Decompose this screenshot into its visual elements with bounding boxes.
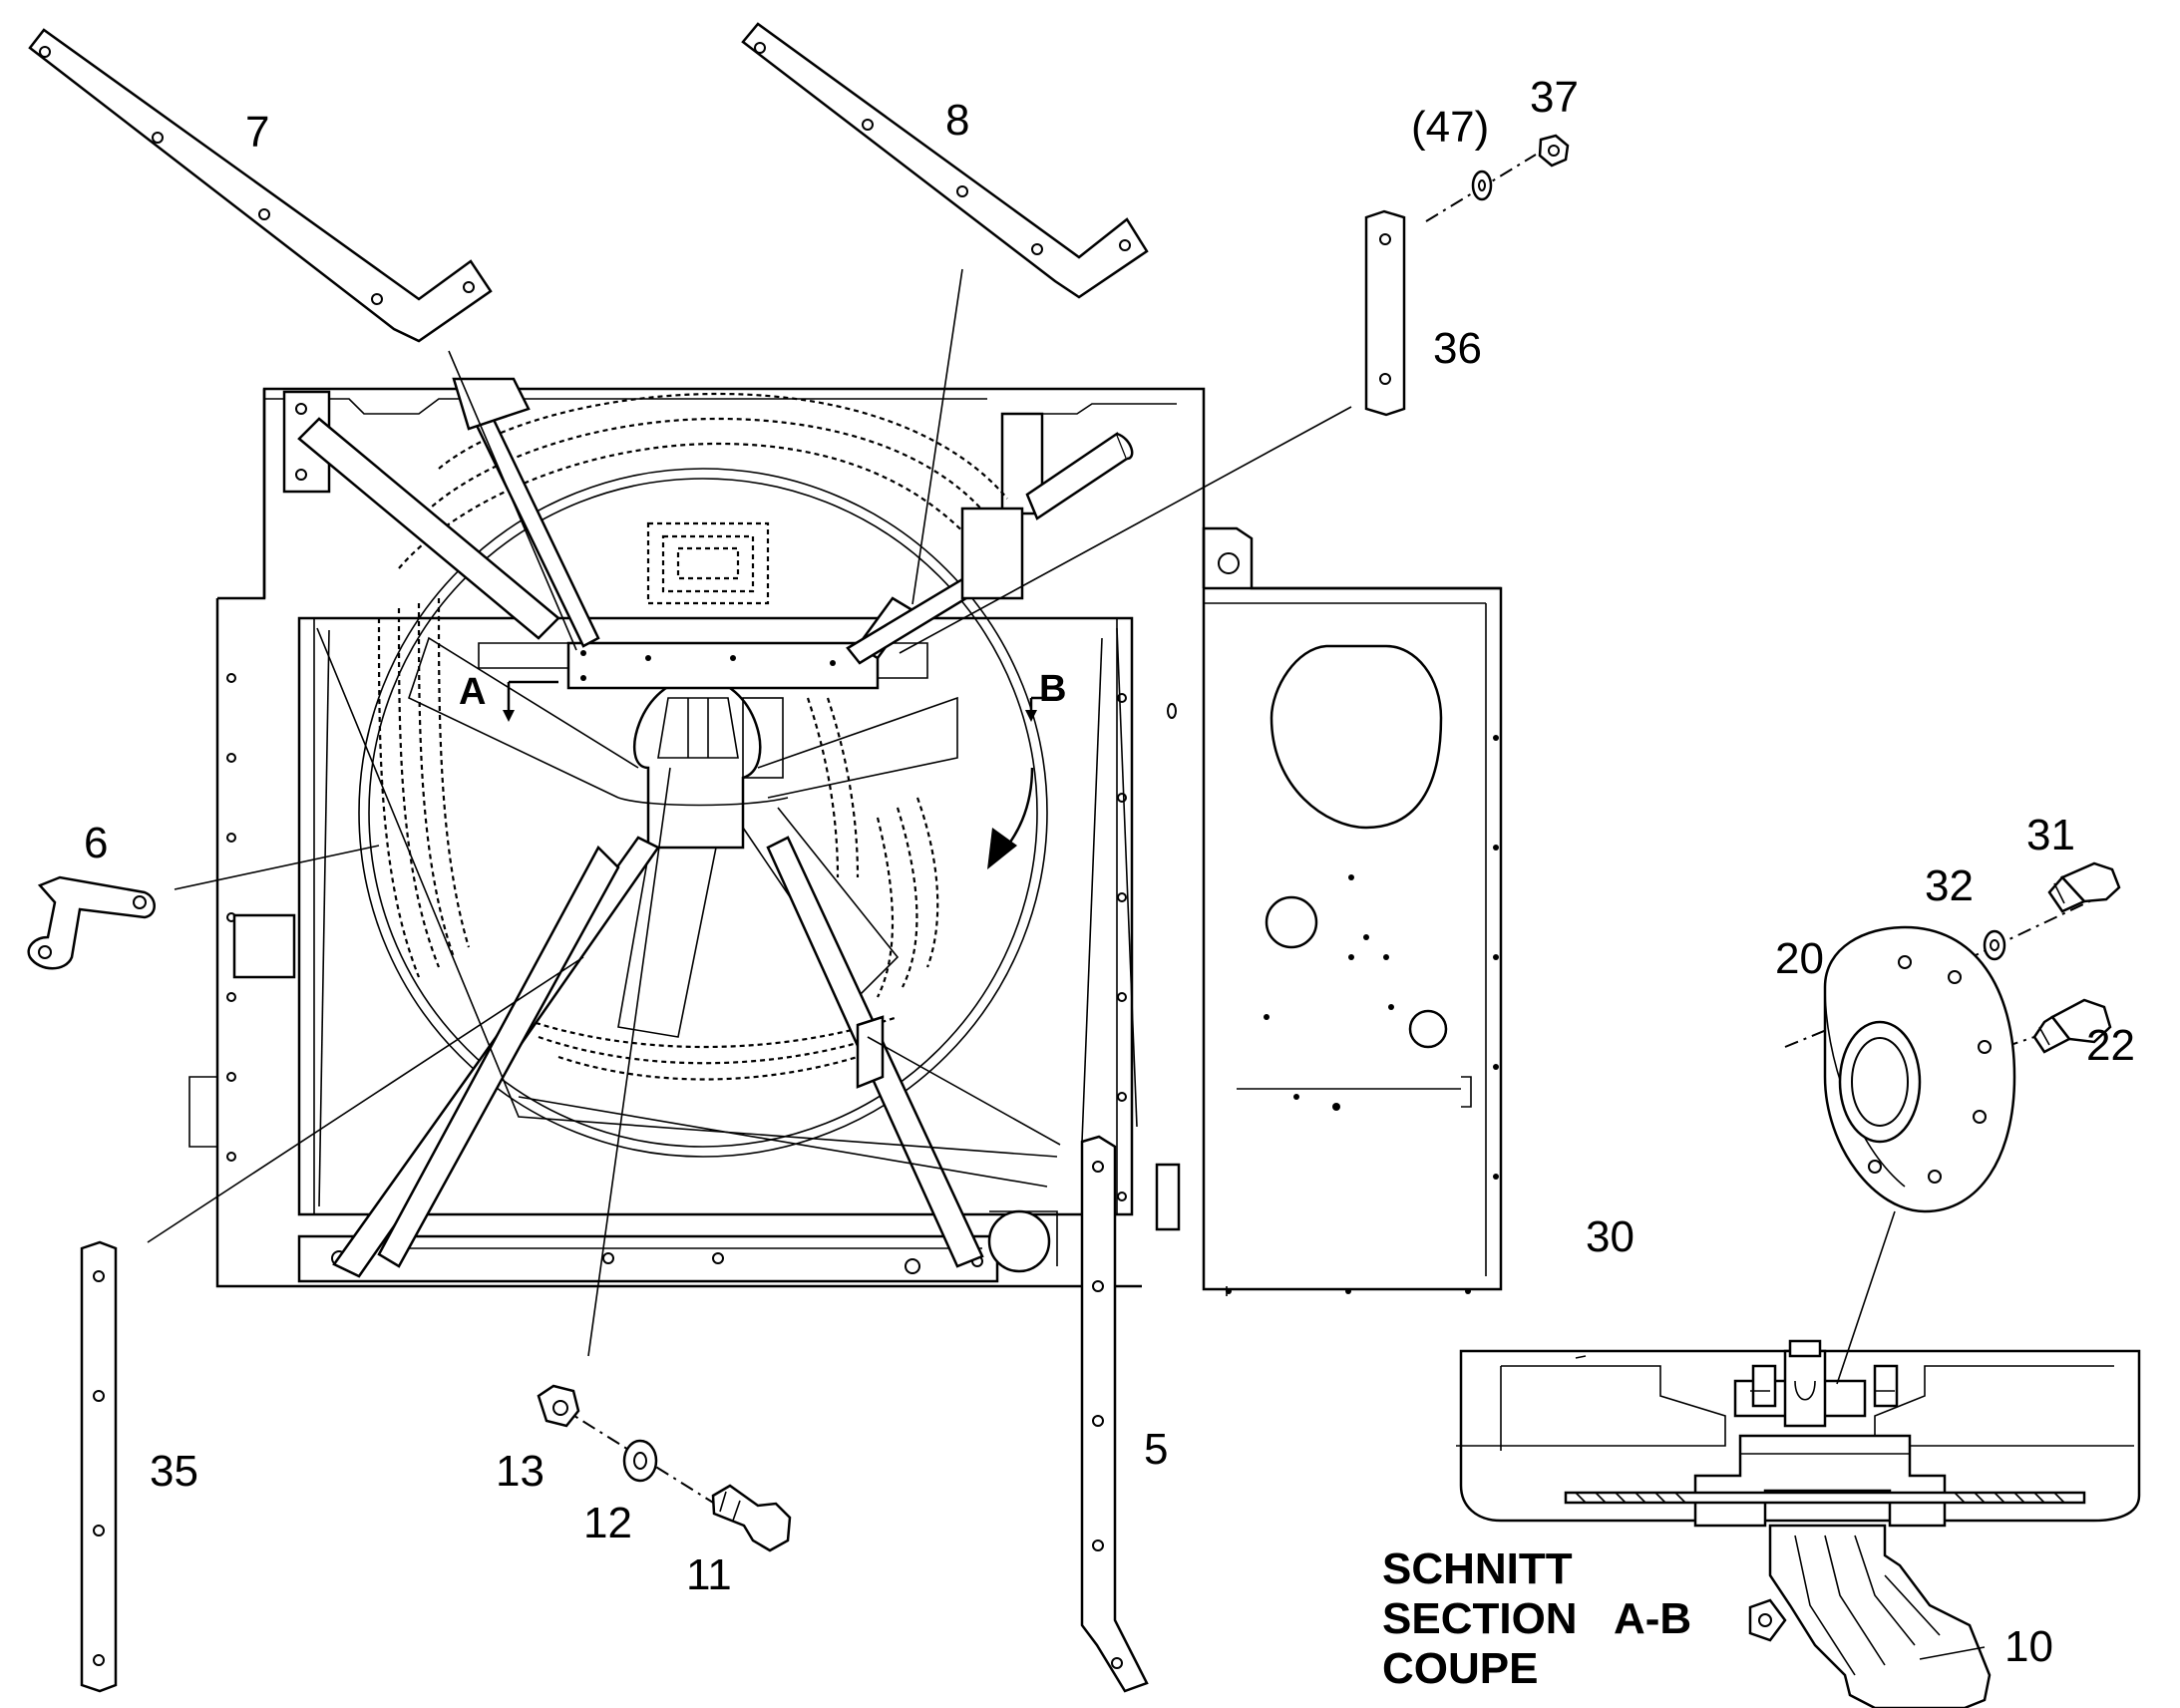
section-caption-a-b: A-B [1614,1594,1691,1643]
callout-36: 36 [1433,324,1482,373]
callout-22: 22 [2086,1021,2135,1070]
leader-lines [147,268,1986,1660]
part-20-hub-flange [1784,861,2121,1213]
callout-47: (47) [1411,103,1489,152]
section-a-b-view [1456,1339,2141,1708]
part-36-flat-bar [1364,209,1406,417]
radiator-frame [188,387,1206,1288]
callout-10: 10 [2004,1622,2053,1671]
section-marker-a: A [459,671,486,713]
parts-11-12-13-fasteners [537,1384,792,1552]
fan-assembly [377,392,1034,1081]
callout-20: 20 [1775,934,1824,983]
callout-37: 37 [1530,73,1579,122]
callout-30: 30 [1586,1212,1635,1261]
callout-6: 6 [84,819,108,867]
part-7-bracket [28,28,493,343]
callout-32: 32 [1925,861,1974,910]
callout-31: 31 [2026,811,2075,859]
part-35-strip [80,1240,118,1693]
part-6-clip [27,875,156,970]
callout-11: 11 [686,1550,732,1599]
callout-13: 13 [496,1447,545,1496]
part-8-bracket [741,22,1149,299]
callout-8: 8 [945,96,969,145]
callout-7: 7 [245,108,269,157]
stays [297,377,1138,1278]
part-47-washer-37-nut [1425,134,1570,222]
section-marker-b: B [1039,668,1066,710]
callout-5: 5 [1144,1425,1168,1474]
side-housing [1202,526,1503,1296]
section-caption-line1: SCHNITT [1382,1544,1573,1593]
section-caption-line3: COUPE [1382,1644,1538,1693]
callout-35: 35 [150,1447,198,1496]
callout-12: 12 [583,1499,632,1547]
part-5-strip [1080,1135,1149,1693]
section-caption-line2: SECTION [1382,1594,1578,1643]
